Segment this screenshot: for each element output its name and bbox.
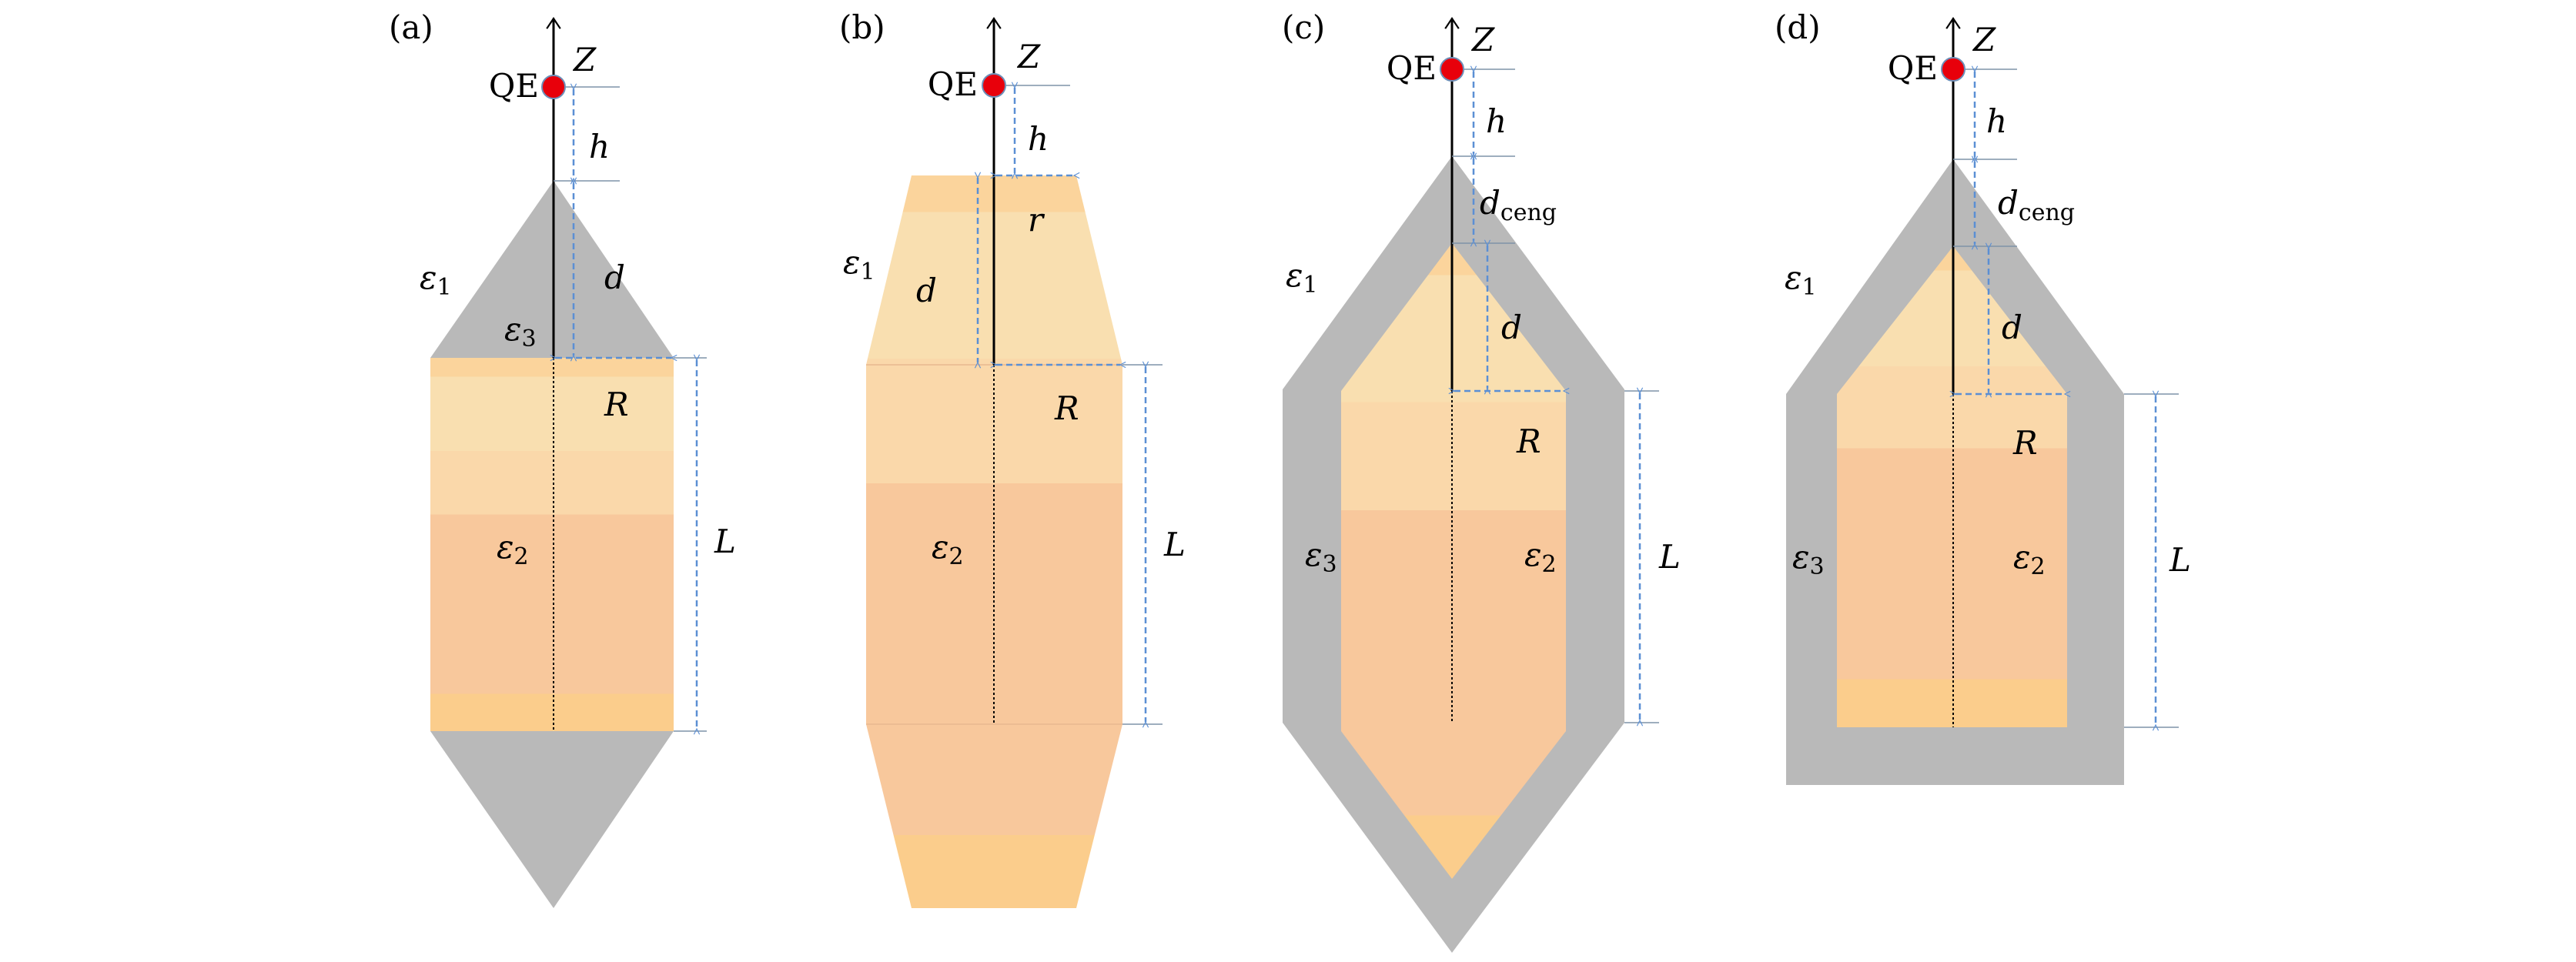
dceng-label: dceng bbox=[1480, 184, 1557, 226]
epsilon2-label: ε2 bbox=[932, 528, 964, 570]
quantum-emitter-dot bbox=[982, 73, 1006, 98]
epsilon3-label: ε3 bbox=[504, 310, 537, 352]
d-label: d bbox=[2002, 309, 2022, 346]
panel-label: (a) bbox=[389, 8, 433, 46]
core-body bbox=[1341, 243, 1566, 879]
shell-top-cone bbox=[430, 181, 674, 358]
qe-label: QE bbox=[1387, 49, 1437, 87]
core-body bbox=[1837, 246, 2067, 727]
R-label: R bbox=[604, 386, 629, 423]
z-label: Z bbox=[1470, 21, 1495, 58]
z-label: Z bbox=[572, 41, 597, 78]
reference-lines bbox=[1953, 68, 2179, 728]
L-label: L bbox=[2169, 541, 2191, 579]
epsilon1-label: ε1 bbox=[1785, 259, 1817, 301]
epsilon1-label: ε1 bbox=[843, 243, 875, 286]
h-label: h bbox=[589, 128, 610, 165]
panel-label: (b) bbox=[839, 8, 885, 46]
quantum-emitter-dot bbox=[541, 75, 566, 99]
d-label: d bbox=[604, 259, 625, 296]
L-label: L bbox=[1163, 526, 1186, 563]
reference-lines bbox=[1452, 68, 1659, 723]
h-label: h bbox=[1986, 102, 2007, 140]
r-label: r bbox=[1028, 201, 1045, 239]
panel-a: (a) QE Z h d R L ε1 ε3 ε2 bbox=[389, 8, 736, 908]
quantum-emitter-dot bbox=[1440, 57, 1464, 82]
panel-d: (d) QE Z h dceng d R L ε1 ε3 ε2 bbox=[1775, 8, 2191, 785]
epsilon3-label: ε3 bbox=[1305, 536, 1337, 578]
h-label: h bbox=[1028, 120, 1049, 158]
L-label: L bbox=[1658, 538, 1681, 576]
qe-label: QE bbox=[1888, 49, 1938, 87]
panel-c: (c) QE Z h dceng d R L ε1 ε3 ε2 bbox=[1282, 8, 1681, 953]
d-label: d bbox=[916, 272, 937, 309]
shell-bottom-cone bbox=[430, 731, 674, 908]
z-label: Z bbox=[1016, 38, 1041, 75]
panel-label: (d) bbox=[1775, 8, 1821, 46]
epsilon2-label: ε2 bbox=[2013, 538, 2046, 580]
z-label: Z bbox=[1972, 21, 1996, 58]
core-cylinder bbox=[430, 358, 674, 731]
R-label: R bbox=[2012, 424, 2038, 462]
R-label: R bbox=[1516, 423, 1541, 460]
R-label: R bbox=[1054, 389, 1079, 427]
reference-lines bbox=[554, 86, 707, 732]
h-label: h bbox=[1486, 102, 1507, 140]
epsilon2-label: ε2 bbox=[1524, 536, 1557, 578]
qe-label: QE bbox=[489, 67, 539, 105]
qe-label: QE bbox=[928, 65, 978, 103]
panel-label: (c) bbox=[1282, 8, 1325, 46]
epsilon1-label: ε1 bbox=[1286, 256, 1318, 299]
epsilon3-label: ε3 bbox=[1792, 538, 1825, 580]
d-label: d bbox=[1501, 309, 1522, 346]
L-label: L bbox=[714, 523, 736, 560]
panel-b: (b) QE Z h r d R L ε1 ε2 bbox=[839, 8, 1186, 908]
dceng-label: dceng bbox=[1998, 184, 2075, 226]
epsilon1-label: ε1 bbox=[420, 259, 452, 301]
epsilon2-label: ε2 bbox=[497, 528, 529, 570]
quantum-emitter-dot bbox=[1941, 57, 1965, 82]
